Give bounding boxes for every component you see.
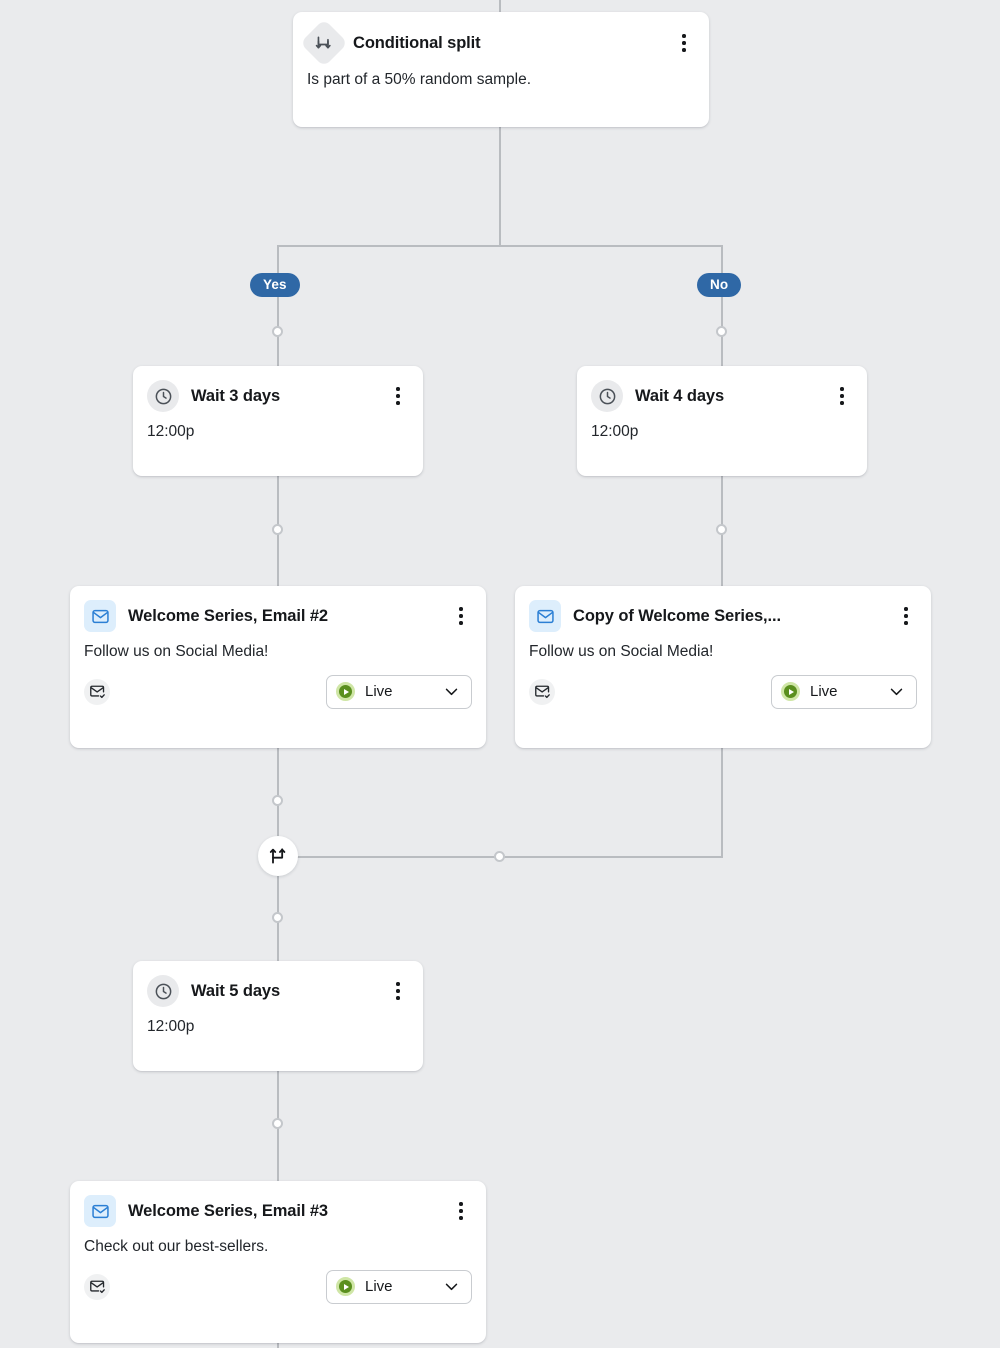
envelope-icon bbox=[84, 600, 116, 632]
node-description: 12:00p bbox=[591, 423, 639, 440]
connector-top-stem bbox=[499, 0, 501, 12]
card-header: Wait 4 days bbox=[577, 366, 867, 412]
envelope-check-icon bbox=[529, 678, 555, 705]
connector-dot-yes[interactable] bbox=[272, 326, 283, 337]
card-footer: Live bbox=[515, 663, 931, 723]
connector-dot-email2-merge[interactable] bbox=[272, 795, 283, 806]
connector-dot-wait5-email3[interactable] bbox=[272, 1118, 283, 1129]
node-email-welcome-series-3[interactable]: Welcome Series, Email #3 Check out our b… bbox=[70, 1181, 486, 1343]
clock-icon bbox=[147, 380, 179, 412]
node-conditional-split[interactable]: Conditional split Is part of a 50% rando… bbox=[293, 12, 709, 127]
envelope-check-icon bbox=[84, 1273, 110, 1300]
node-merge[interactable] bbox=[258, 836, 298, 876]
envelope-check-icon bbox=[84, 678, 110, 705]
node-subject: Follow us on Social Media! bbox=[529, 643, 714, 660]
split-arrows-icon bbox=[299, 18, 349, 68]
node-title: Wait 5 days bbox=[191, 981, 281, 1000]
chevron-down-icon bbox=[890, 689, 903, 696]
clock-icon bbox=[147, 975, 179, 1007]
more-options-icon[interactable] bbox=[895, 603, 917, 629]
card-footer: Live bbox=[70, 1258, 486, 1318]
chevron-down-icon bbox=[445, 1284, 458, 1291]
card-header: Conditional split bbox=[293, 12, 709, 68]
connector-dot-no[interactable] bbox=[716, 326, 727, 337]
connector-yes-vertical bbox=[277, 245, 279, 366]
node-title: Conditional split bbox=[353, 33, 481, 52]
connector-email3-bottom bbox=[277, 1343, 279, 1348]
connector-split-stem bbox=[499, 126, 501, 246]
card-header: Welcome Series, Email #3 bbox=[70, 1181, 486, 1227]
connector-dot-wait4-emailcopy[interactable] bbox=[716, 524, 727, 535]
node-title: Wait 4 days bbox=[635, 386, 725, 405]
node-wait-5-days[interactable]: Wait 5 days 12:00p bbox=[133, 961, 423, 1071]
connector-dot-merge-wait5[interactable] bbox=[272, 912, 283, 923]
node-title: Welcome Series, Email #3 bbox=[128, 1201, 328, 1220]
live-play-icon bbox=[781, 682, 800, 702]
node-description: 12:00p bbox=[147, 1018, 195, 1035]
card-header: Copy of Welcome Series,... bbox=[515, 586, 931, 632]
card-header: Wait 5 days bbox=[133, 961, 423, 1007]
node-description: 12:00p bbox=[147, 423, 195, 440]
card-header: Welcome Series, Email #2 bbox=[70, 586, 486, 632]
card-header: Wait 3 days bbox=[133, 366, 423, 412]
connector-branch-bar bbox=[278, 245, 723, 247]
envelope-icon bbox=[84, 1195, 116, 1227]
branch-label-yes[interactable]: Yes bbox=[250, 273, 300, 297]
node-description: Is part of a 50% random sample. bbox=[307, 71, 532, 88]
merge-arrows-icon bbox=[269, 848, 286, 864]
node-title: Copy of Welcome Series,... bbox=[573, 606, 781, 625]
status-dropdown[interactable]: Live bbox=[771, 674, 917, 709]
envelope-icon bbox=[529, 600, 561, 632]
node-subject: Check out our best-sellers. bbox=[84, 1238, 269, 1255]
live-play-icon bbox=[336, 1277, 355, 1297]
node-title: Welcome Series, Email #2 bbox=[128, 606, 328, 625]
card-footer: Live bbox=[70, 663, 486, 723]
more-options-icon[interactable] bbox=[387, 383, 409, 409]
connector-merge-horizontal bbox=[296, 856, 723, 858]
clock-icon bbox=[591, 380, 623, 412]
status-value: Live bbox=[365, 683, 393, 701]
status-dropdown[interactable]: Live bbox=[326, 674, 472, 709]
node-title: Wait 3 days bbox=[191, 386, 281, 405]
chevron-down-icon bbox=[445, 689, 458, 696]
node-wait-3-days[interactable]: Wait 3 days 12:00p bbox=[133, 366, 423, 476]
branch-label-no[interactable]: No bbox=[697, 273, 742, 297]
more-options-icon[interactable] bbox=[673, 30, 695, 56]
status-value: Live bbox=[365, 1278, 393, 1296]
connector-dot-merge-horizontal[interactable] bbox=[494, 851, 505, 862]
connector-emailcopy-down bbox=[721, 748, 723, 858]
connector-no-vertical bbox=[721, 245, 723, 366]
connector-dot-wait3-email2[interactable] bbox=[272, 524, 283, 535]
more-options-icon[interactable] bbox=[387, 978, 409, 1004]
more-options-icon[interactable] bbox=[450, 1198, 472, 1224]
node-subject: Follow us on Social Media! bbox=[84, 643, 269, 660]
node-wait-4-days[interactable]: Wait 4 days 12:00p bbox=[577, 366, 867, 476]
more-options-icon[interactable] bbox=[450, 603, 472, 629]
more-options-icon[interactable] bbox=[831, 383, 853, 409]
node-email-welcome-series-2[interactable]: Welcome Series, Email #2 Follow us on So… bbox=[70, 586, 486, 748]
status-value: Live bbox=[810, 683, 838, 701]
node-email-copy-welcome-series[interactable]: Copy of Welcome Series,... Follow us on … bbox=[515, 586, 931, 748]
status-dropdown[interactable]: Live bbox=[326, 1269, 472, 1304]
live-play-icon bbox=[336, 682, 355, 702]
